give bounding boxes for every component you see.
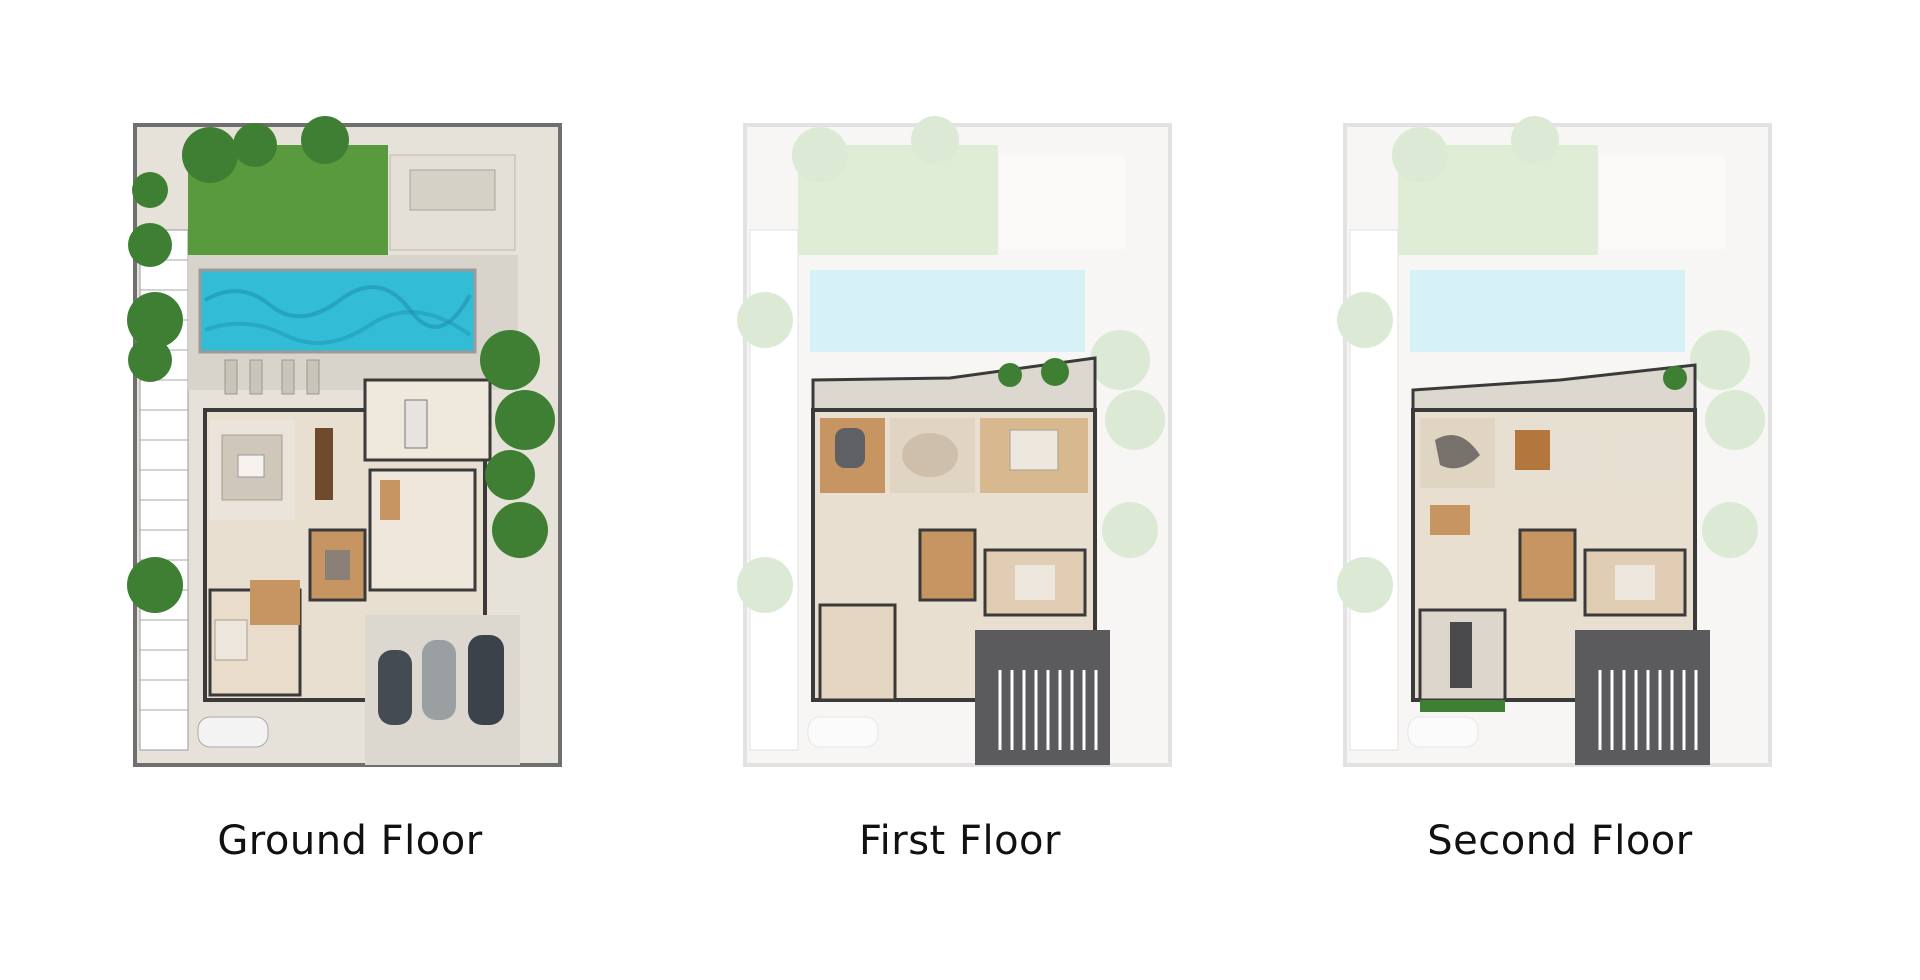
first-floor-label: First Floor	[859, 818, 1061, 864]
office-area	[1605, 418, 1688, 488]
second-stair-core	[1518, 528, 1577, 602]
pool-ripples	[204, 285, 472, 329]
first-floor-terrace	[811, 356, 1097, 412]
ground-floor-label: Ground Floor	[217, 818, 483, 864]
kitchen-island	[404, 399, 428, 449]
ramp-stripes	[998, 670, 1098, 750]
void-driveway	[975, 630, 1110, 765]
trees	[127, 116, 555, 613]
ground-floor-plan	[127, 116, 562, 767]
first-stair-core	[918, 528, 977, 602]
dining-table	[315, 428, 333, 500]
coffee-table	[237, 454, 265, 478]
second-floor-plan	[1337, 116, 1772, 767]
second-floor-panel: Second Floor	[1280, 0, 1840, 980]
entry-car	[197, 716, 269, 748]
planter	[1420, 700, 1505, 712]
first-floor-panel: First Floor	[680, 0, 1240, 980]
void-driveway-2	[1575, 630, 1710, 765]
bed	[214, 619, 248, 661]
second-floor-terrace	[1411, 363, 1697, 412]
first-floor-plan	[737, 116, 1172, 767]
second-floor-label: Second Floor	[1427, 818, 1693, 864]
parked-cars	[378, 635, 504, 725]
sun-loungers	[224, 359, 320, 395]
lounge-sofa	[409, 169, 496, 211]
bedroom-3	[818, 603, 897, 702]
ground-floor-panel: Ground Floor	[70, 0, 630, 980]
ramp-stripes-2	[1598, 670, 1698, 750]
